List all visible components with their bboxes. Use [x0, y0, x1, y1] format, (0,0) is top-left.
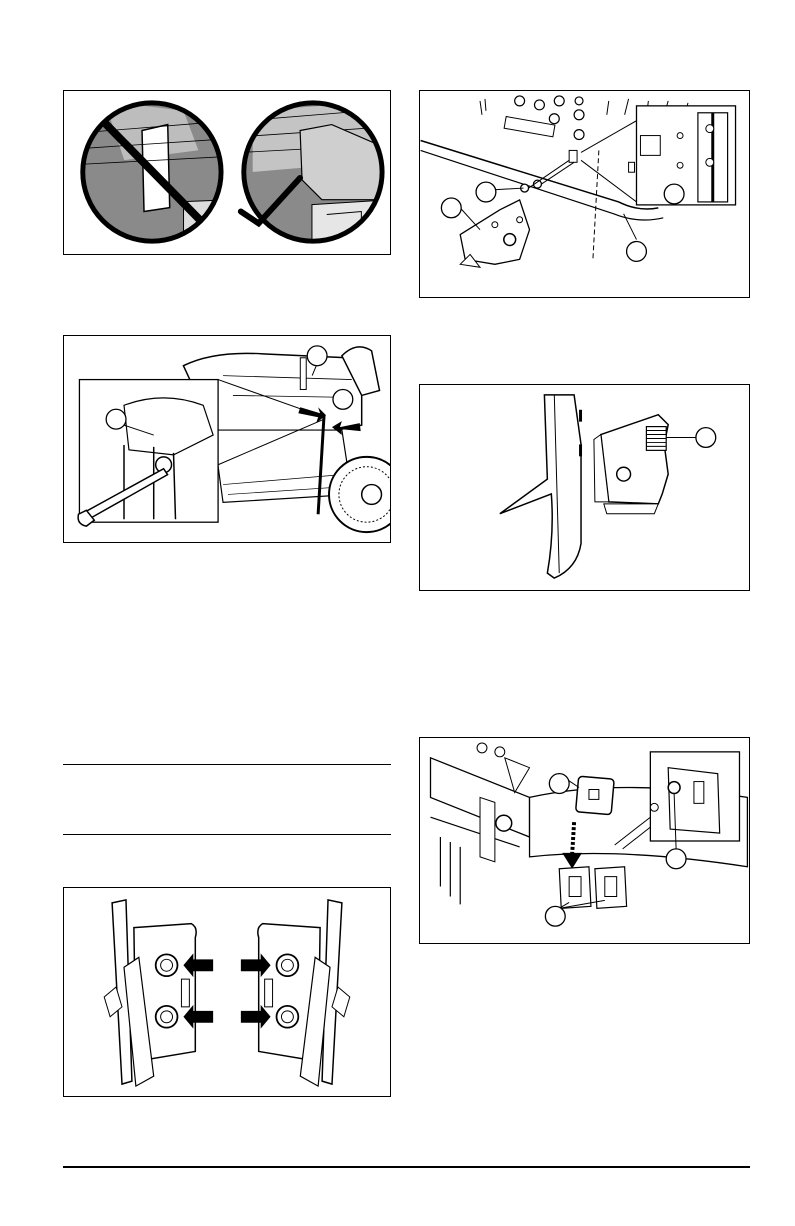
- left-bracket: [104, 900, 213, 1086]
- callout-circle: [333, 389, 353, 409]
- callout-circle: [545, 906, 565, 926]
- separator-rule-top: [63, 764, 391, 765]
- figure-deck-rear-assembly-art: [420, 738, 749, 943]
- figure-mounting-brackets: [63, 887, 391, 1097]
- figure-mounting-brackets-art: [64, 888, 390, 1096]
- right-bracket: [241, 900, 350, 1086]
- figure-bracket-spring: [419, 384, 750, 591]
- separator-rule-bottom: [63, 834, 391, 835]
- callout-circle: [549, 774, 569, 794]
- figure-deck-mount-bolts-art: [420, 91, 749, 297]
- figure-bracket-spring-art: [420, 385, 749, 590]
- figure-blade-comparison-art: [64, 91, 390, 254]
- figure-wrench-bolt-art: [64, 336, 390, 542]
- callout-circle: [476, 182, 496, 202]
- figure-wrench-bolt: [63, 335, 391, 543]
- figure-blade-comparison: [63, 90, 391, 255]
- callout-circle: [307, 346, 327, 366]
- callout-circle: [441, 198, 461, 218]
- callout-circle: [106, 409, 126, 429]
- figure-deck-mount-bolts: [419, 90, 750, 298]
- arrow-down-icon: [562, 853, 582, 869]
- correct-example: [233, 96, 390, 254]
- callout-circle: [664, 184, 684, 204]
- callout-circle: [627, 242, 647, 262]
- callout-circle: [696, 428, 716, 448]
- callout-circle: [666, 849, 686, 869]
- footer-rule: [63, 1166, 750, 1168]
- figure-deck-rear-assembly: [419, 737, 750, 944]
